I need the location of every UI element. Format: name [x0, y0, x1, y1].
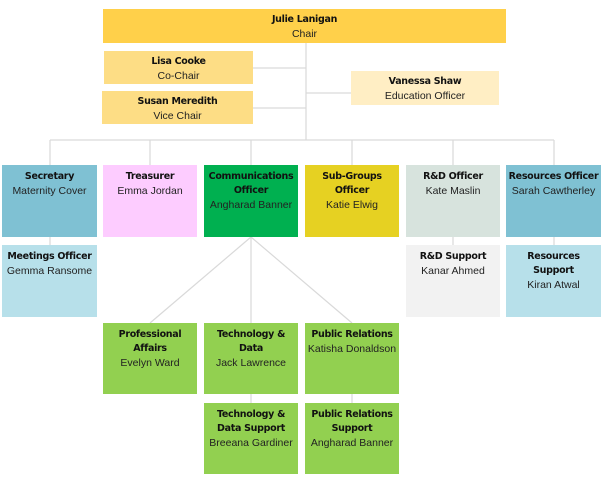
role-title: Vanessa Shaw [388, 76, 462, 87]
role-holder: Evelyn Ward [120, 357, 180, 369]
role-title: Communications Officer [208, 171, 294, 196]
role-holder: Maternity Cover [12, 185, 87, 197]
role-title: Lisa Cooke [151, 56, 206, 67]
role-title: Meetings Officer [7, 251, 92, 262]
role-title: Professional Affairs [118, 329, 182, 354]
role-holder: Kate Maslin [425, 185, 481, 197]
role-title: R&D Officer [423, 171, 483, 182]
role-holder: Sarah Cawtherley [511, 185, 596, 197]
role-title: Sub-Groups Officer [322, 171, 382, 196]
role-holder: Kiran Atwal [527, 279, 580, 291]
role-holder: Vice Chair [153, 110, 202, 122]
role-holder: Angharad Banner [209, 199, 293, 211]
role-holder: Angharad Banner [310, 437, 394, 449]
role-holder: Gemma Ransome [6, 265, 93, 277]
role-title: Resources Support [527, 251, 580, 276]
role-holder: Kanar Ahmed [421, 265, 485, 277]
role-title: Technology & Data [216, 329, 286, 354]
role-title: Julie Lanigan [271, 14, 338, 25]
role-holder: Katie Elwig [326, 199, 378, 211]
role-holder: Education Officer [384, 90, 466, 102]
role-title: Technology & Data Support [216, 409, 286, 434]
role-title: R&D Support [419, 251, 487, 262]
role-holder: Breeana Gardiner [209, 437, 293, 449]
role-holder: Chair [291, 28, 318, 40]
role-title: Public Relations Support [311, 409, 393, 434]
role-title: Public Relations [311, 329, 393, 340]
role-holder: Jack Lawrence [215, 357, 287, 369]
role-title: Secretary [24, 171, 75, 182]
role-title: Treasurer [125, 171, 175, 182]
role-holder: Co-Chair [157, 70, 200, 82]
role-holder: Emma Jordan [117, 185, 183, 197]
role-holder: Katisha Donaldson [307, 343, 397, 355]
role-title: Susan Meredith [137, 96, 218, 107]
role-title: Resources Officer [508, 171, 599, 182]
